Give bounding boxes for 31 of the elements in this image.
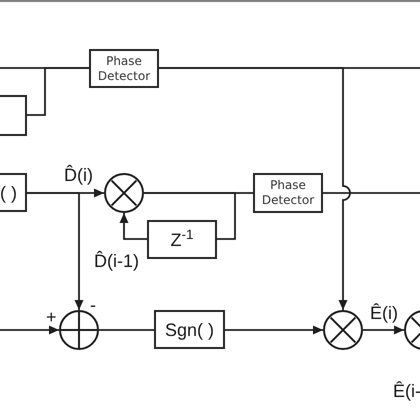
signal-label: Ê(i) [370, 303, 398, 325]
arrow [27, 192, 84, 310]
arrow [363, 326, 404, 334]
multiplier-symbol [323, 310, 363, 350]
block-label: Phase Detector [260, 178, 316, 208]
connector-line [99, 329, 154, 331]
sign-label: - [90, 296, 96, 314]
connector-line [323, 192, 420, 194]
block-label: Sgn( ) [164, 320, 214, 338]
block-label: ( ) [0, 184, 18, 202]
signal-label: D̂(i) [64, 165, 93, 187]
arrow [0, 326, 59, 334]
connector-line [27, 67, 89, 116]
process-block [0, 95, 27, 136]
process-block [0, 173, 27, 212]
multiplier-symbol [104, 173, 144, 213]
process-block [154, 310, 225, 349]
sign-label: + [46, 308, 57, 326]
connector-line [159, 67, 420, 69]
block-label: Z$^{-1}$ [170, 230, 194, 248]
arrow [120, 213, 147, 240]
connector-line [144, 192, 236, 240]
process-block [253, 173, 323, 213]
multiplier-symbol [404, 310, 420, 350]
summing-junction [59, 310, 99, 350]
sign-label: Ê(i- [393, 382, 420, 400]
process-block [147, 220, 217, 259]
signal-label: D̂(i-1) [94, 251, 139, 273]
arrow [225, 326, 323, 334]
process-block [89, 49, 159, 88]
block-label: Phase Detector [96, 54, 152, 84]
